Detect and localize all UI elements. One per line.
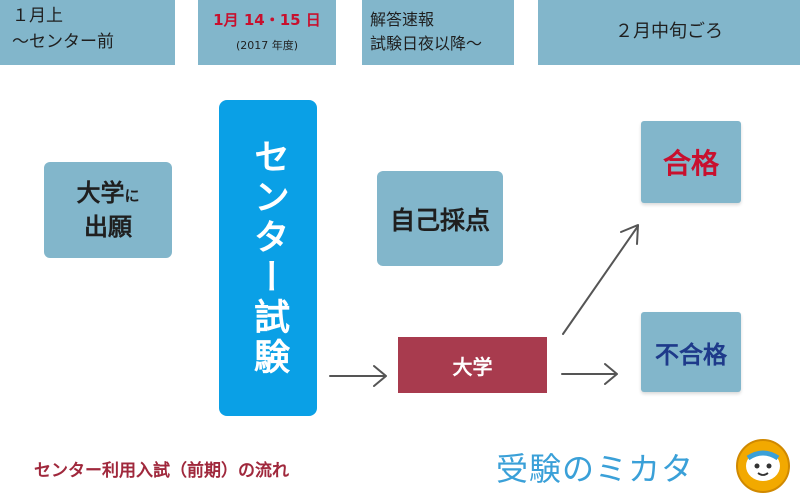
- diagram-caption: センター利用入試（前期）の流れ: [34, 461, 289, 481]
- center-exam-label: センター試験: [248, 138, 289, 378]
- header-timeline-exam-date: 1月 14・15 日 (2017 年度): [198, 0, 336, 65]
- arrow-university-to-pass-head: [620, 224, 639, 245]
- node-apply-to-university: 大学に 出願: [44, 162, 172, 258]
- arrow-exam-to-university-head: [373, 365, 387, 387]
- self-score-label: 自己採点: [389, 205, 490, 235]
- header-col1-line1: １月上: [12, 6, 63, 26]
- arrow-university-to-pass: [562, 225, 639, 335]
- university-label: 大学: [452, 354, 493, 379]
- header-col3-line2: 試験日夜以降〜: [370, 34, 483, 53]
- node-university: 大学: [398, 337, 547, 393]
- header-col2-line1: 1月 14・15 日: [213, 11, 321, 29]
- header-col1-line2: 〜センター前: [12, 32, 114, 52]
- apply-line1: 大学: [76, 178, 125, 207]
- header-col4-line1: ２月中旬ごろ: [615, 21, 723, 42]
- header-timeline-answer-release: 解答速報 試験日夜以降〜: [362, 0, 514, 65]
- fail-label: 不合格: [655, 340, 727, 369]
- node-self-scoring: 自己採点: [377, 171, 503, 266]
- daruma-mascot-icon: [736, 439, 790, 493]
- arrow-university-to-fail-head: [604, 363, 618, 385]
- header-timeline-early-january: １月上 〜センター前: [0, 0, 175, 65]
- pass-label: 合格: [662, 147, 719, 180]
- brand-logo[interactable]: 受験のミカタ: [496, 436, 796, 496]
- apply-line1-wrap: 大学に: [76, 178, 139, 211]
- header-timeline-mid-february: ２月中旬ごろ: [538, 0, 800, 65]
- header-col2-line2: (2017 年度): [235, 39, 299, 52]
- node-pass: 合格: [641, 121, 741, 203]
- header-col3-line1: 解答速報: [370, 10, 435, 29]
- apply-small: に: [124, 186, 140, 205]
- apply-line2: 出願: [84, 212, 132, 241]
- node-center-exam: センター試験: [219, 100, 317, 416]
- node-fail: 不合格: [641, 312, 741, 392]
- brand-logo-text: 受験のミカタ: [496, 450, 695, 488]
